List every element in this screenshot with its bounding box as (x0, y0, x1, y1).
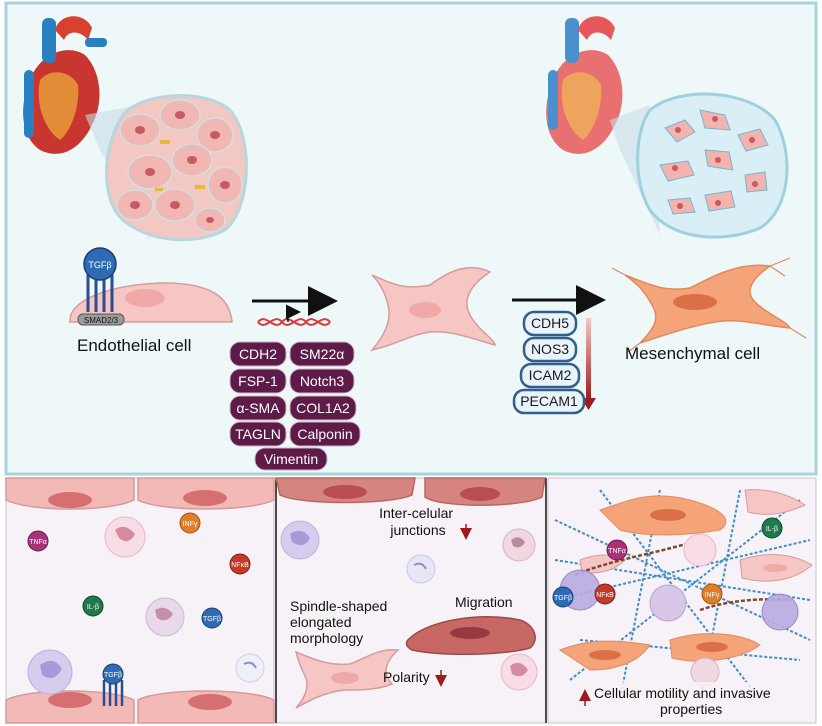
marker-text: SM22α (300, 346, 345, 362)
migrating-cell (405, 616, 536, 656)
junctions-label-line2: junctions (389, 522, 445, 538)
mesenchymal-cell-label: Mesenchymal cell (625, 344, 760, 363)
spindle-label-line2: elongated (290, 614, 352, 630)
smad-label: SMAD2/3 (84, 316, 119, 325)
upregulated-markers: CDH2 SM22α FSP-1 Notch3 α-SMA COL1A2 TAG… (229, 341, 361, 471)
marker-pill: Calponin (289, 421, 361, 447)
endothelial-lining-middle (275, 477, 546, 506)
heart-icon-right (546, 16, 623, 154)
cytokine-label: IL-β (87, 604, 99, 611)
cytokine-badges-left: TNFα INFγ NFκB IL-β TGFβ (27, 512, 251, 629)
heart-icon-left (23, 16, 107, 154)
endothelial-lining-top (5, 477, 275, 510)
marker-text: Calponin (297, 426, 352, 442)
spindle-label-line1: Spindle-shaped (290, 598, 387, 614)
smad-badge (77, 313, 125, 326)
downregulation-arrow (586, 318, 591, 400)
polarity-label: Polarity (383, 669, 430, 685)
marker-pill: NOS3 (522, 336, 578, 363)
immune-cells-middle (280, 520, 538, 691)
marker-pill: CDH2 (229, 341, 287, 367)
cytokine-label: INFγ (183, 521, 198, 528)
downregulated-markers: CDH5 NOS3 ICAM2 PECAM1 (512, 310, 586, 415)
marker-text: α-SMA (236, 400, 280, 416)
immune-cells-left (27, 516, 265, 695)
motility-label-line1: Cellular motility and invasive (594, 685, 771, 701)
marker-pill: CDH5 (522, 310, 578, 337)
spindle-label: Spindle-shaped elongated morphology (290, 598, 391, 646)
marker-pill: Notch3 (289, 368, 355, 394)
marker-pill: TAGLN (229, 421, 287, 447)
marker-text: NOS3 (531, 341, 569, 357)
cytokine-label: IL-β (766, 526, 778, 533)
tgf-beta-receptor-icon (83, 247, 117, 312)
endothelial-lining-bottom (5, 690, 275, 724)
marker-pill: PECAM1 (512, 388, 586, 415)
cytokine-label: NFκB (231, 562, 249, 569)
receptor-label-bottom: TGFβ (104, 672, 122, 679)
marker-text: COL1A2 (296, 400, 350, 416)
collagen-fibers (574, 538, 791, 612)
motility-label-bg (575, 682, 815, 722)
migration-label: Migration (455, 594, 513, 610)
cytokine-label: TGFβ (554, 595, 572, 602)
marker-text: ICAM2 (529, 367, 572, 383)
cytokine-label: TNFα (608, 548, 626, 555)
mesenchymal-tissue (610, 92, 789, 239)
mesenchymal-cell (611, 257, 807, 353)
marker-pill: ICAM2 (519, 362, 581, 389)
marker-text: PECAM1 (520, 393, 578, 409)
marker-pill: Vimentin (254, 447, 328, 471)
tgf-beta-receptor-icon-bottom (102, 663, 124, 706)
motility-label-line2: properties (660, 701, 722, 717)
cytokine-label: NFκB (596, 592, 614, 599)
top-panel (4, 1, 818, 476)
endothelial-cell-label: Endothelial cell (77, 336, 191, 355)
cytokine-label: TNFα (29, 539, 47, 546)
cytokine-label: INFγ (705, 592, 720, 599)
transitional-cell (369, 266, 496, 352)
junctions-label-line1: Inter-celular (379, 505, 453, 521)
marker-pill: α-SMA (229, 395, 287, 421)
marker-text: Notch3 (300, 373, 345, 389)
marker-text: Vimentin (264, 451, 318, 467)
marker-text: TAGLN (235, 426, 281, 442)
junctions-label: Inter-celular junctions (379, 505, 457, 538)
marker-text: CDH5 (531, 315, 569, 331)
receptor-label: TGFβ (88, 260, 111, 270)
spindle-cell (294, 648, 400, 709)
cytokine-label: TGFβ (203, 616, 221, 623)
marker-text: CDH2 (239, 346, 277, 362)
cytokine-badges-right: TNFα IL-β TGFβ NFκB INFγ (552, 517, 783, 608)
motility-label: Cellular motility and invasive propertie… (594, 685, 775, 717)
mesenchymal-cells-right (558, 489, 813, 671)
marker-pill: COL1A2 (289, 395, 357, 421)
marker-pill: FSP-1 (229, 368, 287, 394)
marker-pill: SM22α (289, 341, 355, 367)
marker-text: FSP-1 (238, 373, 278, 389)
endothelial-tissue (85, 94, 248, 242)
spindle-label-line3: morphology (290, 630, 363, 646)
dna-icon (257, 304, 331, 326)
